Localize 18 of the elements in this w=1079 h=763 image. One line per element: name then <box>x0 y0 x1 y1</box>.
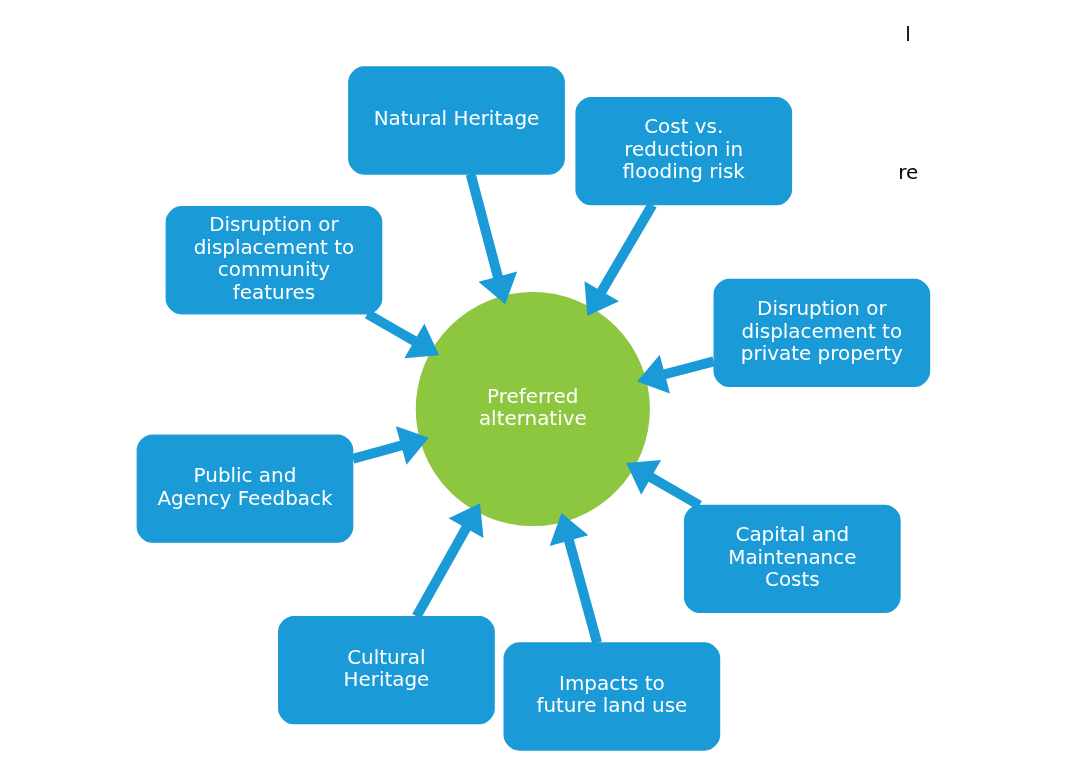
label: re <box>898 160 919 184</box>
node-circle: Preferred alternative <box>415 291 650 526</box>
node-box: Public and Agency Feedback <box>136 434 354 543</box>
node-box: Disruption or displacement to community features <box>165 205 383 314</box>
node-box: Capital and Maintenance Costs <box>683 504 901 613</box>
node-box: Cultural Heritage <box>278 615 495 724</box>
arrow <box>637 354 716 394</box>
arrow <box>549 512 602 644</box>
node-box: Impacts to future land use <box>503 641 721 751</box>
node-box: Disruption or displacement to private property <box>713 278 931 387</box>
node-box: Natural Heritage <box>348 65 565 175</box>
arrow <box>364 309 440 358</box>
node-box: Cost vs. reduction in flooding risk <box>575 96 793 205</box>
arrow <box>626 459 702 510</box>
label: l <box>905 22 911 46</box>
arrow <box>412 502 484 619</box>
arrow <box>351 425 429 465</box>
arrow <box>465 172 518 304</box>
